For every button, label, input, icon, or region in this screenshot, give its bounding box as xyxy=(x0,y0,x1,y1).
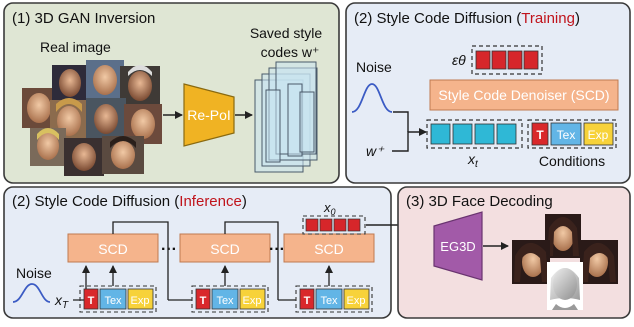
loop-connector-1 xyxy=(112,221,169,300)
saved-style-codes-label-line2: codes w⁺ xyxy=(261,44,320,60)
condition-tex-token-training xyxy=(550,122,582,146)
noise-label-training: Noise xyxy=(356,59,392,75)
x0-code-blocks xyxy=(305,218,361,232)
scd-inference-label-2: SCD xyxy=(210,241,240,257)
eg3d-decoder-shape xyxy=(433,211,483,281)
condition-tex-token-inference-1 xyxy=(99,288,127,310)
condition-tex-label-inference-1: Tex xyxy=(104,295,122,307)
condition-exp-token-inference-3 xyxy=(343,288,370,310)
saved-style-codes-label-line1: Saved style xyxy=(250,25,323,41)
x0-codes-frame xyxy=(302,215,366,235)
scd-block-inference-2 xyxy=(179,233,271,263)
scd-training-label: Style Code Denoiser (SCD) xyxy=(438,87,609,103)
ellipsis-1: ··· xyxy=(161,241,177,258)
condition-exp-token-inference-2 xyxy=(239,288,266,310)
repol-encoder-shape xyxy=(183,83,235,147)
epsilon-codes-frame xyxy=(471,45,543,75)
loop-connector-2 xyxy=(224,221,279,300)
epsilon-theta-label: εθ xyxy=(452,52,466,68)
condition-t-label-inference-2: T xyxy=(200,295,207,307)
epsilon-code-blocks xyxy=(475,50,539,70)
xt-code-blocks xyxy=(430,123,517,145)
panel-training: (2) Style Code Diffusion (Training) εθ S… xyxy=(345,2,631,184)
connector-wplus xyxy=(392,128,427,152)
conditions-frame-training xyxy=(527,119,617,149)
condition-exp-token-inference-1 xyxy=(127,288,154,310)
condition-t-token-inference-1 xyxy=(83,288,99,310)
xT-label: xT xyxy=(54,292,69,311)
xt-label: xt xyxy=(467,151,479,170)
repol-label: Re-PoI xyxy=(187,107,231,123)
condition-t-token-inference-3 xyxy=(299,288,315,310)
rendered-face-views-icon xyxy=(512,214,618,310)
panel-inference: (2) Style Code Diffusion (Inference) SCD… xyxy=(3,186,392,319)
gaussian-curve-icon-inference xyxy=(12,283,51,303)
conditions-label: Conditions xyxy=(539,153,605,169)
conditions-frame-inference-3 xyxy=(295,285,373,313)
scd-block-inference-3 xyxy=(283,233,375,263)
condition-exp-label-inference-1: Exp xyxy=(131,295,150,307)
eg3d-label: EG3D xyxy=(440,239,475,254)
condition-t-label-training: T xyxy=(536,128,544,142)
condition-tex-label-training: Tex xyxy=(557,128,576,142)
noise-label-inference: Noise xyxy=(16,265,52,281)
condition-tex-label-inference-3: Tex xyxy=(320,295,338,307)
condition-exp-label-training: Exp xyxy=(588,128,609,142)
conditions-frame-inference-1 xyxy=(79,285,157,313)
panel-gan-inversion: (1) 3D GAN Inversion Real image xyxy=(3,2,340,184)
condition-tex-token-inference-2 xyxy=(211,288,239,310)
panel-gan-inversion-title: (1) 3D GAN Inversion xyxy=(12,10,155,27)
panel-training-title: (2) Style Code Diffusion (Training) xyxy=(354,10,580,27)
condition-tex-label-inference-2: Tex xyxy=(216,295,234,307)
scd-inference-label-1: SCD xyxy=(98,241,128,257)
conditions-frame-inference-2 xyxy=(191,285,269,313)
saved-style-codes-stack-icon xyxy=(254,61,318,173)
condition-t-token-inference-2 xyxy=(195,288,211,310)
w-plus-label-training: w⁺ xyxy=(366,143,385,159)
face-photo-collage-icon xyxy=(22,60,162,176)
condition-exp-token-training xyxy=(583,122,614,146)
condition-tex-token-inference-3 xyxy=(315,288,343,310)
condition-t-label-inference-1: T xyxy=(88,295,95,307)
xt-codes-frame xyxy=(426,119,523,149)
ellipsis-2: ··· xyxy=(269,241,285,258)
scd-block-training xyxy=(429,79,619,111)
condition-exp-label-inference-3: Exp xyxy=(347,295,366,307)
panel-inference-title: (2) Style Code Diffusion (Inference) xyxy=(12,193,247,210)
scd-inference-label-3: SCD xyxy=(314,241,344,257)
condition-exp-label-inference-2: Exp xyxy=(243,295,262,307)
x0-label: x0 xyxy=(323,200,336,217)
real-image-label: Real image xyxy=(40,39,111,55)
gaussian-curve-icon xyxy=(351,83,393,113)
condition-t-token-training xyxy=(531,122,549,146)
connector-noise xyxy=(393,111,409,132)
panel-decoding: (3) 3D Face Decoding EG3D xyxy=(397,186,631,319)
panel-decoding-title: (3) 3D Face Decoding xyxy=(406,193,553,210)
condition-t-label-inference-3: T xyxy=(304,295,311,307)
